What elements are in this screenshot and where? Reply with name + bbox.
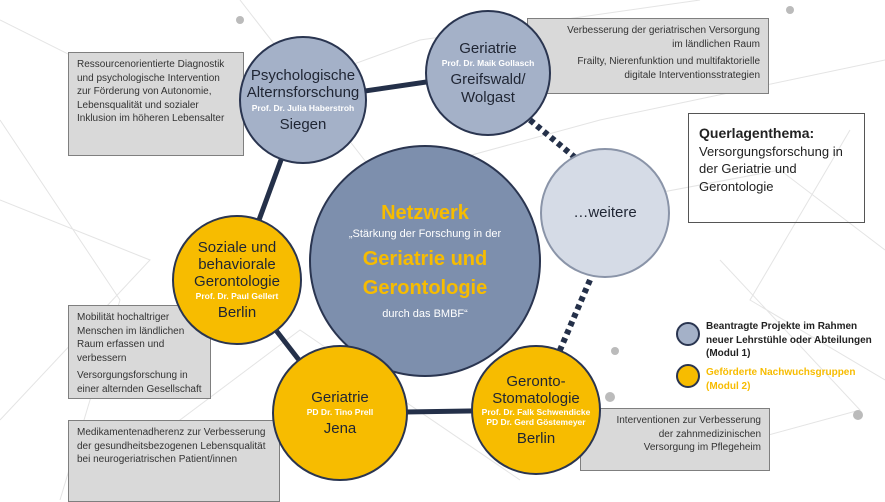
- node-person: Prof. Dr. Falk Schwendicke: [481, 407, 591, 418]
- center-title3: Gerontologie: [362, 276, 488, 299]
- legend-blue-swatch: [676, 322, 700, 346]
- center-title2: Geriatrie und: [362, 247, 488, 270]
- node-soziale: Soziale und behaviorale Gerontologie Pro…: [172, 215, 302, 345]
- box-jena: Medikamentenadherenz zur Verbesserung de…: [68, 420, 280, 502]
- box-text: Frailty, Nierenfunktion und multifaktori…: [577, 56, 760, 81]
- box-greifswald: Verbesserung der geriatrischen Versorgun…: [527, 18, 769, 94]
- node-title: Stomatologie: [492, 390, 580, 408]
- node-title: Geriatrie: [459, 40, 517, 58]
- cross-topic-box: Querlagenthema: Versorgungsforschung in …: [688, 113, 865, 223]
- box-psych: Ressourcenorientierte Diagnostik und psy…: [68, 52, 244, 156]
- node-city: Wolgast: [461, 88, 515, 106]
- node-psych: Psychologische Alternsforschung Prof. Dr…: [239, 36, 367, 164]
- node-person: PD Dr. Tino Prell: [306, 407, 374, 418]
- node-title: Geronto-: [506, 372, 566, 390]
- legend-item-modul2: Geförderte Nachwuchsgruppen (Modul 2): [706, 367, 856, 392]
- node-title: behaviorale: [198, 255, 276, 273]
- node-person: Prof. Dr. Maik Gollasch: [441, 58, 535, 69]
- node-weitere: …weitere: [540, 148, 670, 278]
- node-person: PD Dr. Gerd Göstemeyer: [486, 417, 586, 428]
- node-person: Prof. Dr. Paul Gellert: [195, 291, 279, 302]
- box-soziale: Mobilität hochaltriger Menschen im ländl…: [68, 305, 211, 399]
- box-text: Verbesserung der geriatrischen Versorgun…: [567, 25, 760, 50]
- node-title: …weitere: [573, 204, 637, 222]
- box-text: Medikamentenadherenz zur Verbesserung de…: [77, 427, 266, 465]
- node-greifswald: Geriatrie Prof. Dr. Maik Gollasch Greifs…: [425, 10, 551, 136]
- box-text: Interventionen zur Verbesserung der zahn…: [616, 415, 761, 453]
- node-title: Gerontologie: [194, 273, 280, 291]
- node-person: Prof. Dr. Julia Haberstroh: [251, 102, 355, 113]
- box-text: Versorgungsforschung in einer alternden …: [77, 370, 202, 395]
- legend-yellow-swatch: [676, 364, 700, 388]
- node-title: Alternsforschung: [246, 84, 360, 102]
- node-city: Siegen: [279, 115, 327, 133]
- cross-topic-title: Querlagenthema:: [699, 125, 815, 141]
- center-title: Netzwerk: [381, 201, 469, 224]
- cross-topic-text: Versorgungsforschung in der Geriatrie un…: [699, 143, 843, 194]
- node-city: Berlin: [217, 304, 257, 322]
- box-stomatologie: Interventionen zur Verbesserung der zahn…: [580, 408, 770, 471]
- node-title: Soziale und: [197, 238, 277, 256]
- center-subtitle2: durch das BMBF“: [382, 307, 468, 320]
- node-jena: Geriatrie PD Dr. Tino Prell Jena: [272, 345, 408, 481]
- node-title: Psychologische: [250, 67, 356, 85]
- box-text: Mobilität hochaltriger Menschen im ländl…: [77, 312, 185, 364]
- center-network-node: Netzwerk „Stärkung der Forschung in der …: [309, 145, 541, 377]
- node-city: Berlin: [516, 429, 556, 447]
- node-title: Geriatrie: [311, 388, 369, 406]
- node-city: Greifswald/: [450, 71, 526, 89]
- center-subtitle: „Stärkung der Forschung in der: [348, 227, 502, 240]
- node-stomatologie: Geronto- Stomatologie Prof. Dr. Falk Sch…: [471, 345, 601, 475]
- legend-item-modul1: Beantragte Projekte im Rahmen neuer Lehr…: [706, 321, 872, 359]
- box-text: Ressourcenorientierte Diagnostik und psy…: [77, 59, 225, 124]
- node-city: Jena: [323, 419, 357, 437]
